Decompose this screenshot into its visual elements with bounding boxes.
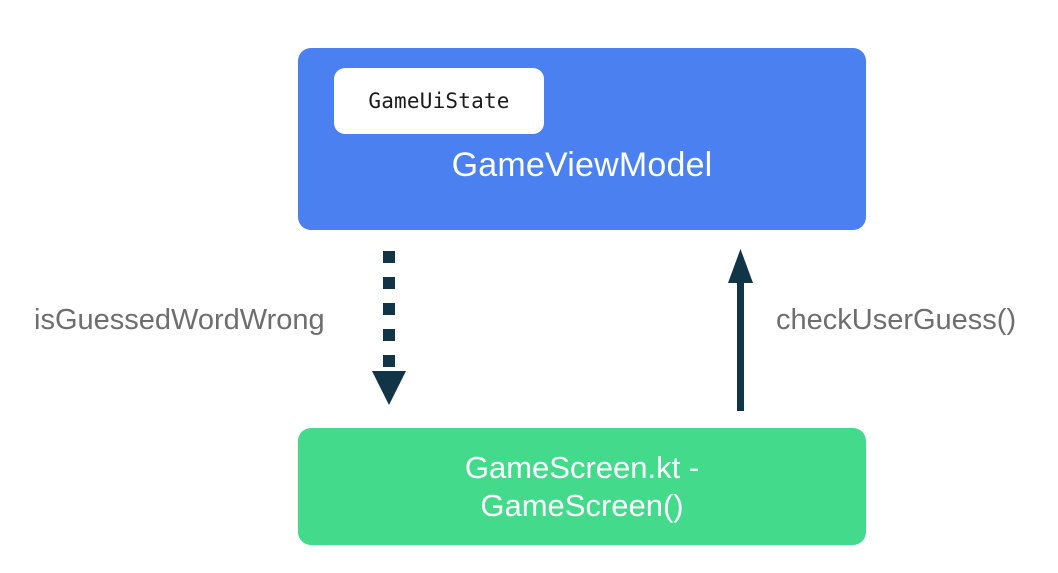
event-flow-shaft — [737, 280, 744, 411]
state-flow-arrowhead-icon — [372, 371, 406, 405]
state-flow-arrow — [372, 251, 406, 405]
gameuistate-chip-label: GameUiState — [368, 89, 510, 113]
event-flow-arrow — [728, 249, 753, 411]
edge-label-state-flow: isGuessedWordWrong — [34, 304, 325, 336]
node-gameviewmodel-label: GameViewModel — [451, 146, 713, 184]
state-flow-dot-1 — [383, 251, 395, 263]
state-flow-dot-3 — [383, 303, 395, 315]
edge-label-event-flow: checkUserGuess() — [776, 304, 1017, 336]
state-flow-dot-4 — [383, 329, 395, 341]
event-flow-arrowhead-icon — [728, 249, 753, 283]
gameuistate-chip[interactable]: GameUiState — [334, 68, 544, 134]
node-gamescreen-label: GameScreen.kt - GameScreen() — [464, 449, 700, 523]
node-gamescreen[interactable]: GameScreen.kt - GameScreen() — [298, 428, 866, 545]
node-gameviewmodel[interactable]: GameUiState GameViewModel — [298, 48, 866, 230]
state-flow-dot-5 — [383, 355, 395, 367]
state-flow-dot-2 — [383, 277, 395, 289]
